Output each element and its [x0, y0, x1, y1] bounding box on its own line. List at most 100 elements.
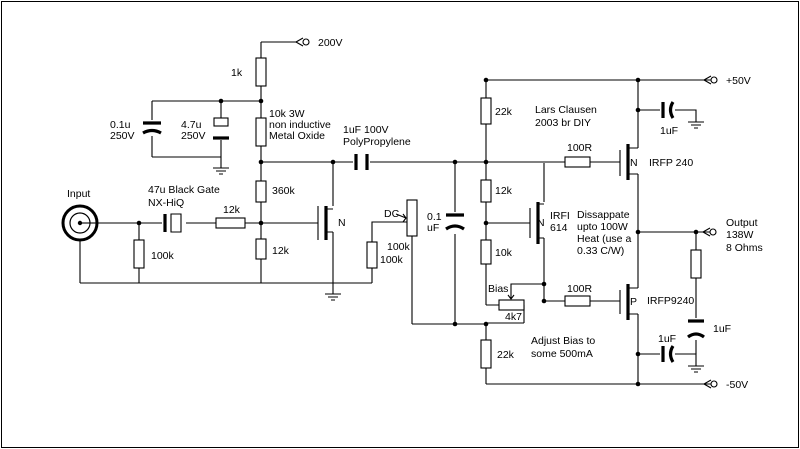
- bias-pot-wiper: [507, 291, 515, 300]
- mosfet-irfi614: [529, 202, 544, 244]
- label-input: Input: [67, 188, 90, 200]
- resistor-100k-input: [133, 239, 145, 269]
- label-irfi-number: 614: [550, 222, 568, 234]
- label-22k-top: 22k: [495, 106, 513, 118]
- capacitor-1uf-bottom: [661, 345, 675, 363]
- ground-icon: [688, 365, 704, 373]
- input-jack-icon: [61, 204, 99, 242]
- resistor-12k-gate: [255, 238, 267, 260]
- label-dissipate-4: 0.33 C/W): [577, 245, 624, 257]
- label-dc: DC: [384, 208, 400, 220]
- resistor-100r-top: [564, 156, 591, 168]
- ground-icon: [688, 121, 704, 129]
- resistor-22k-top: [480, 97, 492, 125]
- label-irfi-n: N: [537, 217, 545, 229]
- label-dissipate-3: Heat (use a: [577, 233, 631, 245]
- capacitor-black-gate: [163, 213, 182, 233]
- label-4k7: 4k7: [505, 311, 522, 323]
- label-dissipate-2: upto 100W: [577, 221, 628, 233]
- capacitors: [142, 101, 705, 363]
- capacitor-0-1uf: [445, 213, 465, 231]
- label-irfp9240: IRFP9240: [647, 295, 694, 307]
- label-adjust-current: some 500mA: [531, 348, 593, 360]
- resistor-100r-bottom: [564, 295, 591, 307]
- label-non-inductive: non inductive: [269, 119, 331, 131]
- label-0-1u-voltage: 250V: [110, 130, 135, 142]
- label-designer: Lars Clausen: [535, 104, 597, 116]
- resistor-zobel: [690, 249, 702, 279]
- label-100k-pot: 100k: [387, 241, 411, 253]
- label-adjust-bias: Adjust Bias to: [531, 335, 595, 347]
- resistor-1k: [255, 57, 267, 87]
- ground-icon: [213, 167, 229, 175]
- ground-symbols: [213, 121, 704, 373]
- label-output-impedance: 8 Ohms: [726, 242, 763, 254]
- label-4-7u-voltage: 250V: [181, 130, 206, 142]
- label-irfp240: IRFP 240: [649, 157, 693, 169]
- resistor-12k-mid: [480, 179, 492, 203]
- terminal-plus50v: [703, 75, 718, 85]
- resistor-360k: [255, 180, 267, 203]
- capacitor-1uf-top: [661, 101, 675, 119]
- mosfet-irfp9240: [619, 284, 638, 320]
- capacitor-1uf-output: [687, 319, 705, 339]
- label-1uf-bottom: 1uF: [658, 333, 676, 345]
- dc-pot-wiper: [395, 213, 407, 223]
- label-100k-ground: 100k: [380, 254, 404, 266]
- wires: [79, 41, 711, 385]
- label-12k-input: 12k: [223, 204, 241, 216]
- terminals: [295, 37, 718, 389]
- label-black-gate: 47u Black Gate: [148, 184, 220, 196]
- label-22k-bottom: 22k: [497, 349, 515, 361]
- resistor-12k-input: [215, 217, 246, 229]
- label-nx-hiq: NX-HiQ: [148, 197, 184, 209]
- label-4-7u: 4.7u: [181, 119, 202, 131]
- label-1uf-output: 1uF: [713, 323, 731, 335]
- label-12k-gate: 12k: [272, 245, 290, 257]
- resistors: [133, 57, 702, 369]
- label-0-1uf-a: 0.1: [427, 211, 442, 223]
- capacitor-0-1u: [142, 121, 162, 135]
- label-mosfet-n: N: [630, 157, 638, 169]
- mosfet-irfp240: [619, 144, 638, 180]
- label-1k: 1k: [231, 67, 243, 79]
- resistor-100k-ground: [366, 241, 378, 269]
- terminal-minus50v: [703, 379, 718, 389]
- label-12k-mid: 12k: [495, 185, 513, 197]
- component-labels: 200V 1k 0.1u 250V 4.7u 250V 10k 3W non i…: [67, 37, 763, 391]
- label-output-power: 138W: [726, 229, 754, 241]
- label-10k-3w: 10k 3W: [269, 108, 305, 120]
- junctions: [136, 77, 699, 387]
- label-year: 2003 br DIY: [535, 117, 591, 129]
- label-0-1u: 0.1u: [110, 119, 131, 131]
- label-1uf-top: 1uF: [660, 125, 678, 137]
- resistor-10k-3w: [255, 117, 267, 147]
- label-10k-mid: 10k: [495, 247, 513, 259]
- label-100r-bottom: 100R: [567, 283, 593, 295]
- label-360k: 360k: [272, 185, 296, 197]
- potentiometer-100k: [406, 199, 418, 237]
- label-minus-50v: -50V: [726, 379, 748, 391]
- ground-icon: [325, 293, 341, 301]
- label-200v: 200V: [318, 37, 343, 49]
- label-dissipate-1: Dissappate: [577, 209, 630, 221]
- label-bias: Bias: [488, 283, 508, 295]
- label-100k-input: 100k: [151, 250, 175, 262]
- resistor-22k-bottom: [480, 339, 492, 369]
- capacitor-4-7u: [213, 117, 229, 140]
- label-jfet-n: N: [338, 217, 346, 229]
- label-1uf-100v: 1uF 100V: [343, 124, 389, 136]
- terminal-200v: [295, 37, 310, 47]
- label-polypropylene: PolyPropylene: [343, 136, 411, 148]
- label-mosfet-p: P: [630, 296, 637, 308]
- potentiometer-4k7: [498, 299, 525, 311]
- jfet-n: [317, 206, 333, 240]
- resistor-10k-mid: [480, 239, 492, 265]
- label-plus-50v: +50V: [726, 75, 751, 87]
- label-0-1uf-b: uF: [427, 222, 439, 234]
- capacitor-1uf-100v: [354, 154, 369, 170]
- terminal-output: [702, 227, 717, 237]
- label-irfi: IRFI: [550, 210, 570, 222]
